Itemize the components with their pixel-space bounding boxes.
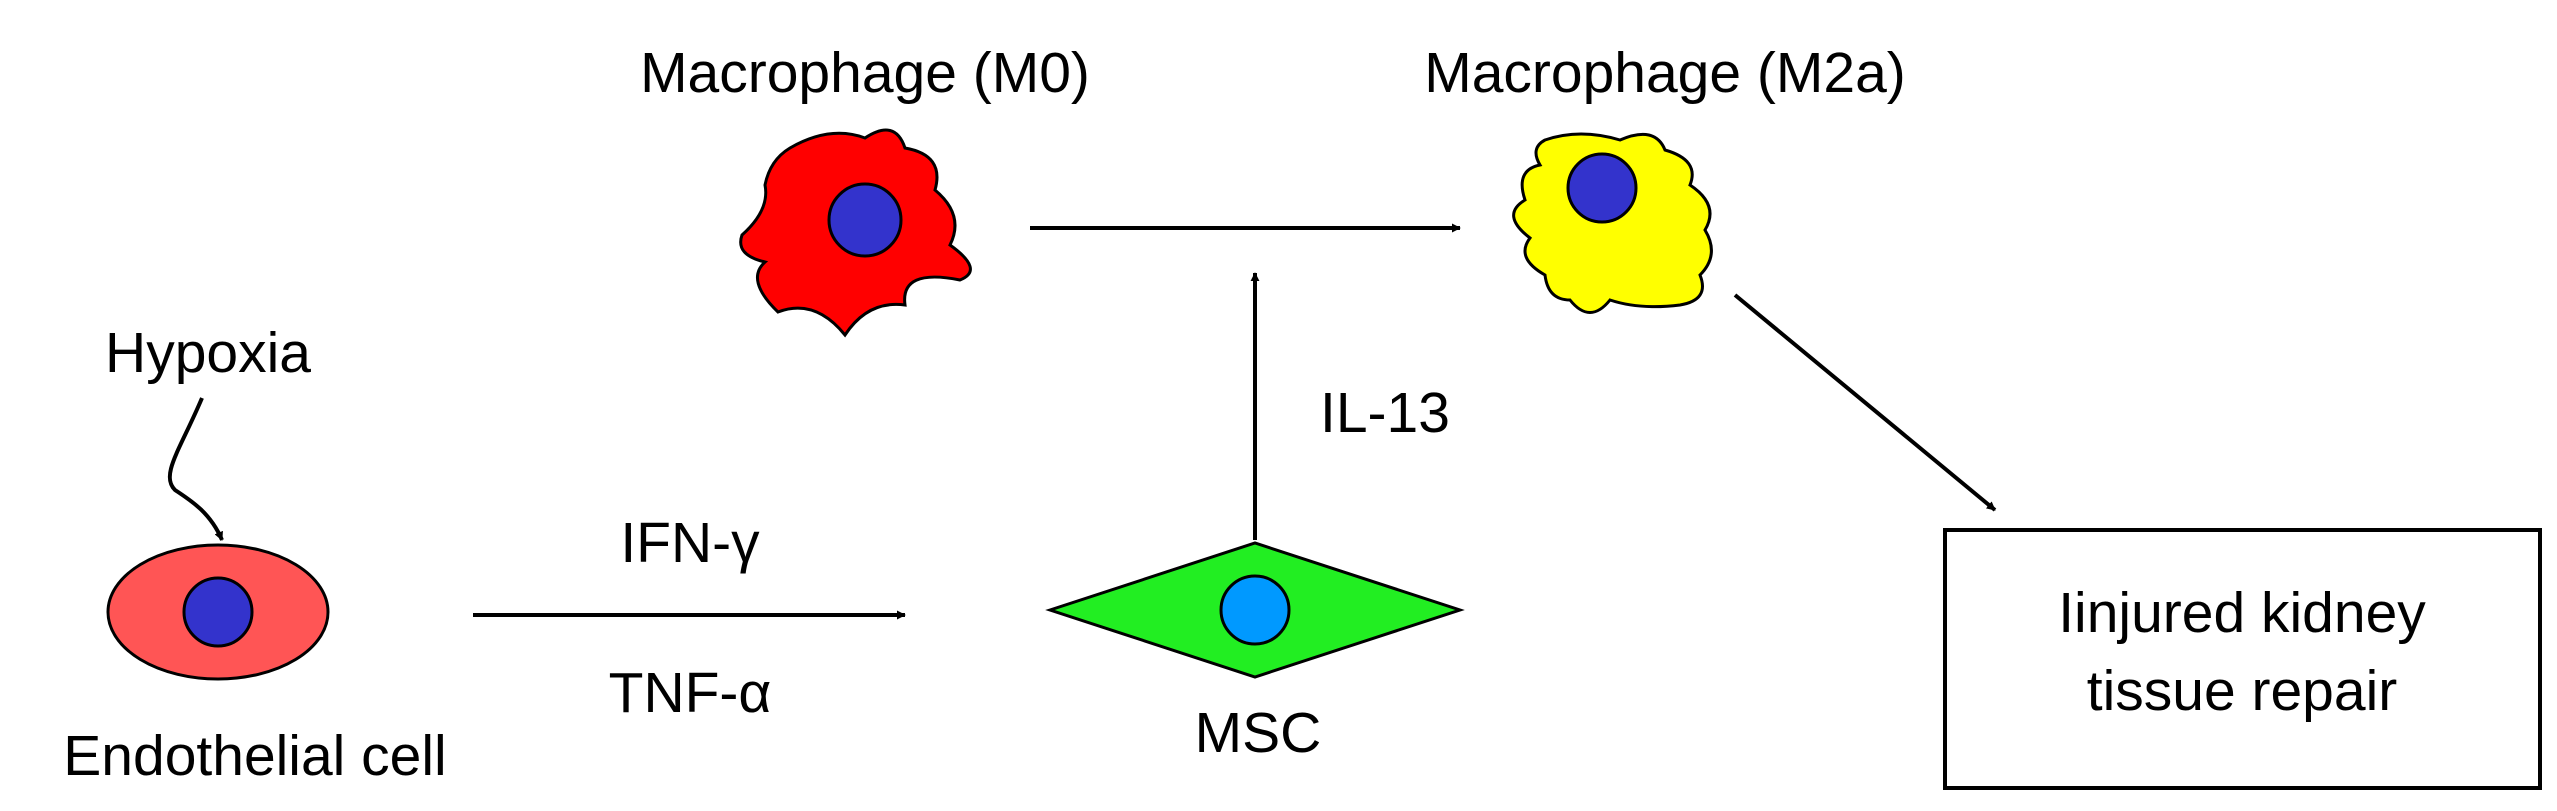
macrophage-m2a-label: Macrophage (M2a) <box>1424 41 1906 105</box>
macrophage-m2a-body <box>1512 132 1713 314</box>
arrow-m2a-to-repair <box>1733 293 1997 512</box>
hypoxia-label: Hypoxia <box>105 321 311 385</box>
msc-cell <box>1045 541 1465 679</box>
msc-cell-nucleus <box>1219 574 1291 646</box>
arrow-hypoxia-to-endothelial <box>167 397 224 541</box>
tnf-alpha-label: TNF-α <box>609 661 772 725</box>
macrophage-m0-cell <box>739 128 972 338</box>
macrophage-m2a-nucleus <box>1566 152 1638 224</box>
endothelial-cell <box>106 543 330 681</box>
endothelial-cell-label: Endothelial cell <box>63 724 446 788</box>
macrophage-m0-nucleus <box>827 182 903 258</box>
il-13-label: IL-13 <box>1320 381 1450 445</box>
macrophage-m0-label: Macrophage (M0) <box>640 41 1090 105</box>
msc-label: MSC <box>1195 701 1322 765</box>
repair-label-line2: tissue repair <box>2087 659 2397 723</box>
repair-label-line1: Iinjured kidney <box>2058 581 2426 645</box>
repair-box <box>1943 528 2542 790</box>
ifn-gamma-label: IFN-γ <box>620 511 760 575</box>
endothelial-cell-nucleus <box>182 576 254 648</box>
macrophage-m2a-cell <box>1512 132 1713 314</box>
